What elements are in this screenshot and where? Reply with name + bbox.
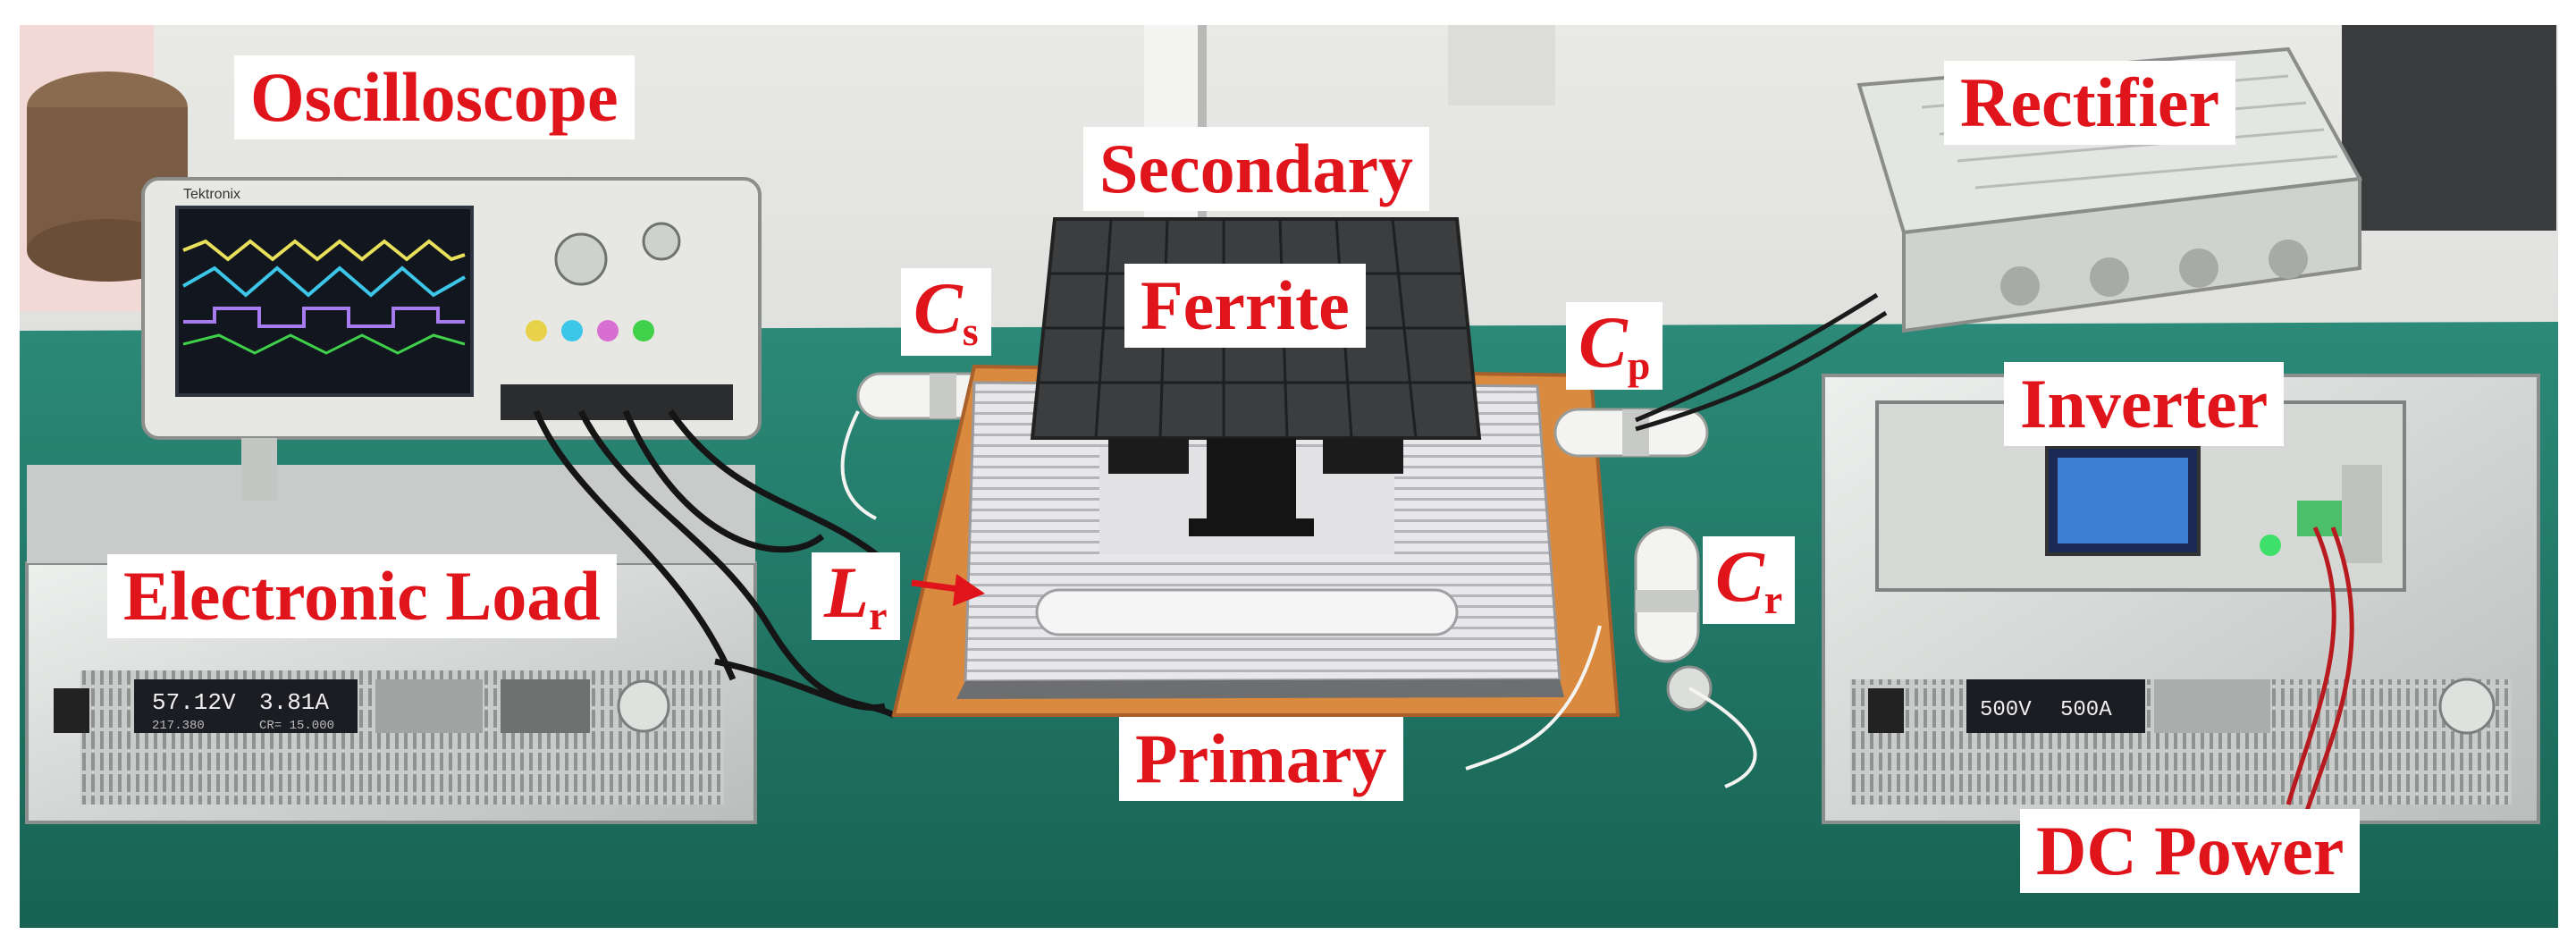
probe-cables <box>533 409 896 719</box>
load-sub-readout-right: CR= 15.000 <box>259 719 334 733</box>
dc-cables <box>2286 526 2354 814</box>
dc-current-readout: 500A <box>2060 698 2112 722</box>
label-cs: Cs <box>901 268 991 356</box>
label-secondary: Secondary <box>1083 127 1429 211</box>
load-sub-readout-left: 217.380 <box>152 719 205 733</box>
lr-arrow <box>911 574 985 606</box>
oscilloscope-brand: Tektronix <box>183 187 240 202</box>
capacitor-cp <box>1553 408 1709 458</box>
label-electronic-load: Electronic Load <box>107 554 617 638</box>
label-oscilloscope: Oscilloscope <box>234 55 635 139</box>
load-voltage-readout: 57.12V <box>152 689 236 716</box>
label-dc-power: DC Power <box>2020 809 2361 893</box>
electronic-load: 57.12V 3.81A 217.380 CR= 15.000 <box>25 465 757 824</box>
label-ferrite: Ferrite <box>1124 264 1366 348</box>
label-lr: Lr <box>812 552 900 640</box>
white-wires <box>840 410 1757 788</box>
label-primary: Primary <box>1119 717 1403 801</box>
dc-display <box>1966 679 2145 733</box>
label-inverter: Inverter <box>2004 362 2285 446</box>
load-current-readout: 3.81A <box>259 689 329 716</box>
dc-voltage-readout: 500V <box>1980 698 2032 722</box>
label-rectifier: Rectifier <box>1944 61 2236 145</box>
label-cr: Cr <box>1703 536 1796 624</box>
oscilloscope-screen <box>175 206 474 397</box>
label-cp: Cp <box>1566 302 1663 390</box>
load-display <box>134 679 358 733</box>
